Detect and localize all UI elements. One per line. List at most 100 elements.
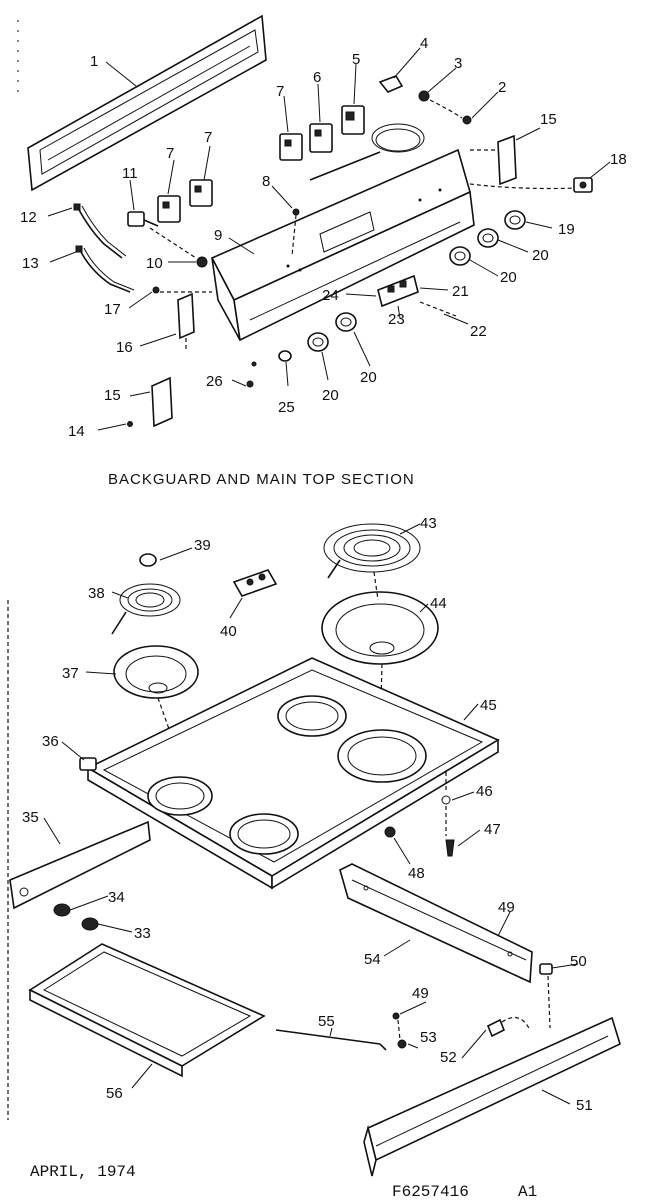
- callout-34: 34: [108, 889, 125, 906]
- screw-part-53: [397, 1039, 407, 1049]
- socket-part-18: [573, 177, 593, 193]
- footer-revision: A1: [518, 1183, 537, 1200]
- callout-54: 54: [364, 951, 381, 968]
- clip-part-4: [378, 75, 404, 93]
- clock-part-23: [377, 274, 419, 308]
- callout-19: 19: [558, 221, 575, 238]
- drip-bowl-part-44: [321, 591, 439, 665]
- hinge-part-33: [81, 917, 99, 931]
- callout-51: 51: [576, 1097, 593, 1114]
- switch-part-11: [127, 211, 159, 227]
- footer-date: APRIL, 1974: [30, 1163, 136, 1181]
- callout-20b: 20: [500, 269, 517, 286]
- callout-3: 3: [454, 55, 462, 72]
- callout-36: 36: [42, 733, 59, 750]
- surface-element-part-43: [323, 523, 421, 579]
- cap-part-39: [139, 553, 157, 567]
- callout-15b: 15: [104, 387, 121, 404]
- knob-part-20b: [449, 246, 471, 266]
- lead-part-12: [73, 203, 127, 259]
- callout-45: 45: [480, 697, 497, 714]
- nut-part-48: [384, 826, 396, 838]
- main-top-part-45: [86, 657, 500, 890]
- knob-part-25: [278, 350, 292, 362]
- callout-40: 40: [220, 623, 237, 640]
- knob-part-19: [504, 210, 526, 230]
- callout-26: 26: [206, 373, 223, 390]
- callout-25: 25: [278, 399, 295, 416]
- nut-part-10: [196, 256, 208, 268]
- screw-small-icon: [251, 361, 257, 367]
- washer-part-46: [441, 795, 451, 805]
- switch-part-6: [309, 123, 333, 153]
- callout-38: 38: [88, 585, 105, 602]
- knob-part-20c: [307, 332, 329, 352]
- callout-56: 56: [106, 1085, 123, 1102]
- callout-39: 39: [194, 537, 211, 554]
- knob-part-20d: [335, 312, 357, 332]
- control-panel-part-9: [210, 148, 475, 342]
- callout-22: 22: [470, 323, 487, 340]
- clip-part-52: [486, 1018, 506, 1038]
- terminal-block-part-40: [232, 569, 278, 597]
- callout-labels: 1 2 3 4 5 6 7 7 7 8 9 10 11 12 13 14 15 …: [20, 35, 627, 1114]
- surface-element-part-38: [111, 583, 181, 635]
- callout-15a: 15: [540, 111, 557, 128]
- callout-37: 37: [62, 665, 79, 682]
- screw-part-17: [152, 286, 160, 294]
- backguard-panel-part-1: [27, 14, 267, 192]
- end-bracket-part-15a: [497, 134, 517, 186]
- clip-part-36: [79, 757, 97, 771]
- callout-9: 9: [214, 227, 222, 244]
- callout-48: 48: [408, 865, 425, 882]
- callout-55: 55: [318, 1013, 335, 1030]
- tray-part-56: [28, 943, 266, 1078]
- section-title: BACKGUARD AND MAIN TOP SECTION: [108, 471, 415, 488]
- callout-33: 33: [134, 925, 151, 942]
- rod-part-55: [275, 1029, 387, 1051]
- callout-16: 16: [116, 339, 133, 356]
- callout-52: 52: [440, 1049, 457, 1066]
- callout-47: 47: [484, 821, 501, 838]
- hinge-part-34: [53, 903, 71, 917]
- front-rail-part-35: [9, 820, 151, 910]
- switch-part-7c: [189, 179, 213, 207]
- callout-50: 50: [570, 953, 587, 970]
- callout-5: 5: [352, 51, 360, 68]
- knob-part-20a: [477, 228, 499, 248]
- callout-7b: 7: [166, 145, 174, 162]
- callout-20d: 20: [360, 369, 377, 386]
- callout-7c: 7: [204, 129, 212, 146]
- callout-10: 10: [146, 255, 163, 272]
- end-bracket-part-16: [177, 292, 195, 340]
- nut-part-3: [418, 90, 430, 102]
- callout-44: 44: [430, 595, 447, 612]
- screw-part-49b: [392, 1012, 400, 1020]
- callout-20c: 20: [322, 387, 339, 404]
- leaders-backguard: [47, 47, 611, 431]
- callout-8: 8: [262, 173, 270, 190]
- callout-18: 18: [610, 151, 627, 168]
- callout-1: 1: [90, 53, 98, 70]
- callout-49a: 49: [498, 899, 515, 916]
- lead-part-13: [75, 245, 135, 293]
- footer-figure-code: F6257416: [392, 1183, 469, 1200]
- drip-bowl-part-37: [113, 645, 199, 699]
- callout-6: 6: [313, 69, 321, 86]
- screw-part-14: [127, 421, 133, 427]
- rear-brace-part-54: [339, 863, 533, 984]
- screw-part-8: [292, 208, 300, 216]
- callout-46: 46: [476, 783, 493, 800]
- callout-4: 4: [420, 35, 428, 52]
- callout-13: 13: [22, 255, 39, 272]
- screw-part-26: [246, 380, 254, 388]
- callout-35: 35: [22, 809, 39, 826]
- front-trim-part-51: [363, 1016, 621, 1177]
- callout-23: 23: [388, 311, 405, 328]
- callout-17: 17: [104, 301, 121, 318]
- leveler-part-47: [445, 839, 455, 857]
- callout-14: 14: [68, 423, 85, 440]
- callout-24: 24: [322, 287, 339, 304]
- callout-43: 43: [420, 515, 437, 532]
- callout-21: 21: [452, 283, 469, 300]
